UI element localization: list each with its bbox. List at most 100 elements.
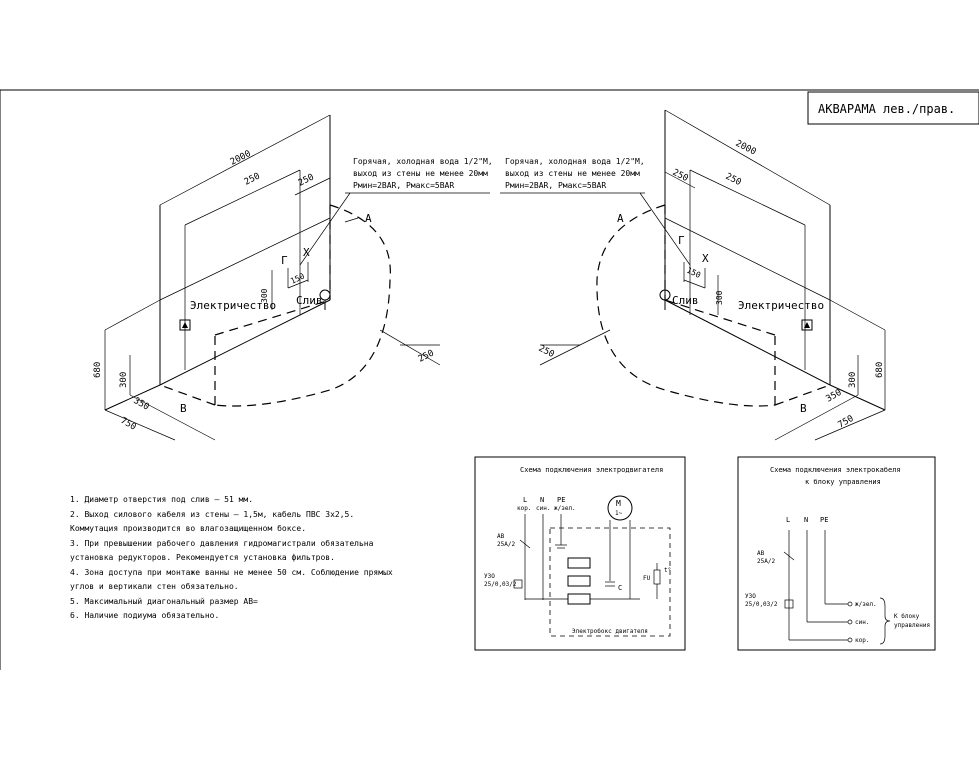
svg-text:К блоку: К блоку xyxy=(894,613,920,620)
svg-text:25А/2: 25А/2 xyxy=(757,558,775,565)
right-dim-680: 680 xyxy=(875,362,885,378)
svg-text:N: N xyxy=(540,496,544,504)
left-dim-680: 680 xyxy=(93,362,103,378)
motor-wiring-scheme: Схема подключения электродвигателя L N P… xyxy=(474,456,686,651)
right-label-B: B xyxy=(800,402,807,415)
note-4: 4. Зона доступа при монтаже ванны не мен… xyxy=(70,567,393,577)
installation-notes: 1. Диаметр отверстия под слив – 51 мм. 2… xyxy=(70,495,393,620)
title-box: АКВАРАМА лев./прав. xyxy=(807,91,979,125)
right-dim-250a: 250 xyxy=(724,172,743,188)
note-1: 1. Диаметр отверстия под слив – 51 мм. xyxy=(70,495,253,504)
left-tub-curve xyxy=(214,204,391,407)
left-label-A: А xyxy=(365,212,372,225)
right-note-line2: выход из стены не менее 20мм xyxy=(505,169,640,178)
svg-text:управления: управления xyxy=(894,622,930,629)
left-dim-2000: 2000 xyxy=(229,149,253,168)
rcd-icon xyxy=(513,579,523,589)
right-dim-2000: 2000 xyxy=(734,139,758,158)
left-dim-250b-line xyxy=(294,177,331,196)
left-label-B: B xyxy=(180,402,187,415)
terminal-1 xyxy=(567,557,591,569)
svg-text:25/0,03/2: 25/0,03/2 xyxy=(484,581,517,588)
svg-text:кор.: кор. xyxy=(855,637,869,644)
svg-text:L: L xyxy=(523,496,527,504)
left-note-line1: Горячая, холодная вода 1/2"М, xyxy=(353,157,493,166)
fuse-icon xyxy=(653,569,661,585)
sheet-title: АКВАРАМА лев./прав. xyxy=(818,102,955,116)
svg-text:C: C xyxy=(618,584,622,592)
right-note-line1: Горячая, холодная вода 1/2"М, xyxy=(505,157,645,166)
right-label-electric: Электричество xyxy=(738,299,824,312)
left-wall-base xyxy=(104,384,161,411)
left-dim-2000-line xyxy=(159,114,331,206)
left-note-leader xyxy=(299,192,351,266)
motor-box-label: Электробокс двигателя xyxy=(572,628,648,635)
left-dim-300: 300 xyxy=(260,288,269,303)
motor-electrobox xyxy=(549,527,671,637)
terminal-2 xyxy=(567,575,591,587)
left-dim-250-right: 250 xyxy=(417,348,436,364)
svg-text:УЗО: УЗО xyxy=(745,593,756,600)
right-plan: 2000 250 250 Горячая, холодная вода 1/2"… xyxy=(500,109,886,441)
left-plan: 2000 250 250 Горячая, холодная вода 1/2"… xyxy=(93,114,493,441)
right-label-drain: Слив xyxy=(672,294,699,307)
cable-scheme-title1: Схема подключения электрокабеля xyxy=(770,466,901,474)
svg-text:FU: FU xyxy=(643,575,651,582)
svg-text:1~: 1~ xyxy=(615,510,623,517)
left-wall-mid xyxy=(104,299,161,331)
note-4b: углов и вертикали стен обязательно. xyxy=(70,581,239,591)
svg-text:кор.: кор. xyxy=(517,505,531,512)
left-dim-300-low: 300 xyxy=(119,372,129,388)
motor-scheme-frame xyxy=(474,456,686,651)
svg-text:PE: PE xyxy=(557,496,565,504)
cable-scheme-title2: к блоку управления xyxy=(805,478,881,486)
svg-text:N: N xyxy=(804,516,808,524)
left-note-line2: выход из стены не менее 20мм xyxy=(353,169,488,178)
right-label-G: Г xyxy=(678,234,685,247)
cable-rcd-icon xyxy=(784,599,794,609)
left-note-line3: Pмин=2BAR, Pмакс=5BAR xyxy=(353,181,454,190)
right-dim-300: 300 xyxy=(715,290,724,305)
cable-brace xyxy=(879,597,891,645)
left-label-X: Х xyxy=(303,246,310,259)
left-dim-350: 350 xyxy=(132,396,151,413)
right-label-X: Х xyxy=(702,252,709,265)
cable-breaker-icon xyxy=(783,551,795,561)
terminal-3 xyxy=(567,593,591,605)
right-electric-warning-icon xyxy=(804,322,810,328)
left-dim-750: 750 xyxy=(119,416,138,433)
right-note-line3: Pмин=2BAR, Pмакс=5BAR xyxy=(505,181,606,190)
note-3b: установка редукторов. Рекомендуется уста… xyxy=(70,553,335,562)
svg-text:УЗО: УЗО xyxy=(484,573,495,580)
motor-icon xyxy=(607,495,633,521)
svg-text:АВ: АВ xyxy=(497,533,505,540)
note-3: 3. При превышении рабочего давления гидр… xyxy=(70,538,374,548)
svg-text:L: L xyxy=(786,516,790,524)
svg-text:син.: син. xyxy=(536,505,550,512)
note-2b: Коммутация производится во влагозащищенн… xyxy=(70,523,306,533)
left-wall-mid2 xyxy=(159,217,331,301)
left-dim-150: 150 xyxy=(289,271,306,285)
svg-text:ж/зел.: ж/зел. xyxy=(855,601,877,608)
left-label-electric: Электричество xyxy=(190,299,276,312)
svg-text:25А/2: 25А/2 xyxy=(497,541,515,548)
cable-scheme-frame xyxy=(737,456,936,651)
svg-text:АВ: АВ xyxy=(757,550,765,557)
left-label-drain: Слив xyxy=(296,294,323,307)
svg-text:PE: PE xyxy=(820,516,828,524)
note-6: 6. Наличие подиума обязательно. xyxy=(70,610,219,620)
svg-text:син.: син. xyxy=(855,619,869,626)
right-dim-250b: 250 xyxy=(671,168,690,184)
right-dim-150: 150 xyxy=(685,266,702,280)
left-dim-250-line xyxy=(184,169,301,226)
left-label-G: Г xyxy=(281,254,288,267)
note-5: 5. Максимальный диагональный размер АВ= xyxy=(70,597,258,606)
breaker-icon xyxy=(519,539,531,549)
right-label-A: А xyxy=(617,212,624,225)
note-2: 2. Выход силового кабеля из стены – 1,5м… xyxy=(70,509,354,519)
right-dim-300-low: 300 xyxy=(848,372,858,388)
svg-text:25/0,03/2: 25/0,03/2 xyxy=(745,601,778,608)
right-dim-750: 750 xyxy=(837,414,856,431)
